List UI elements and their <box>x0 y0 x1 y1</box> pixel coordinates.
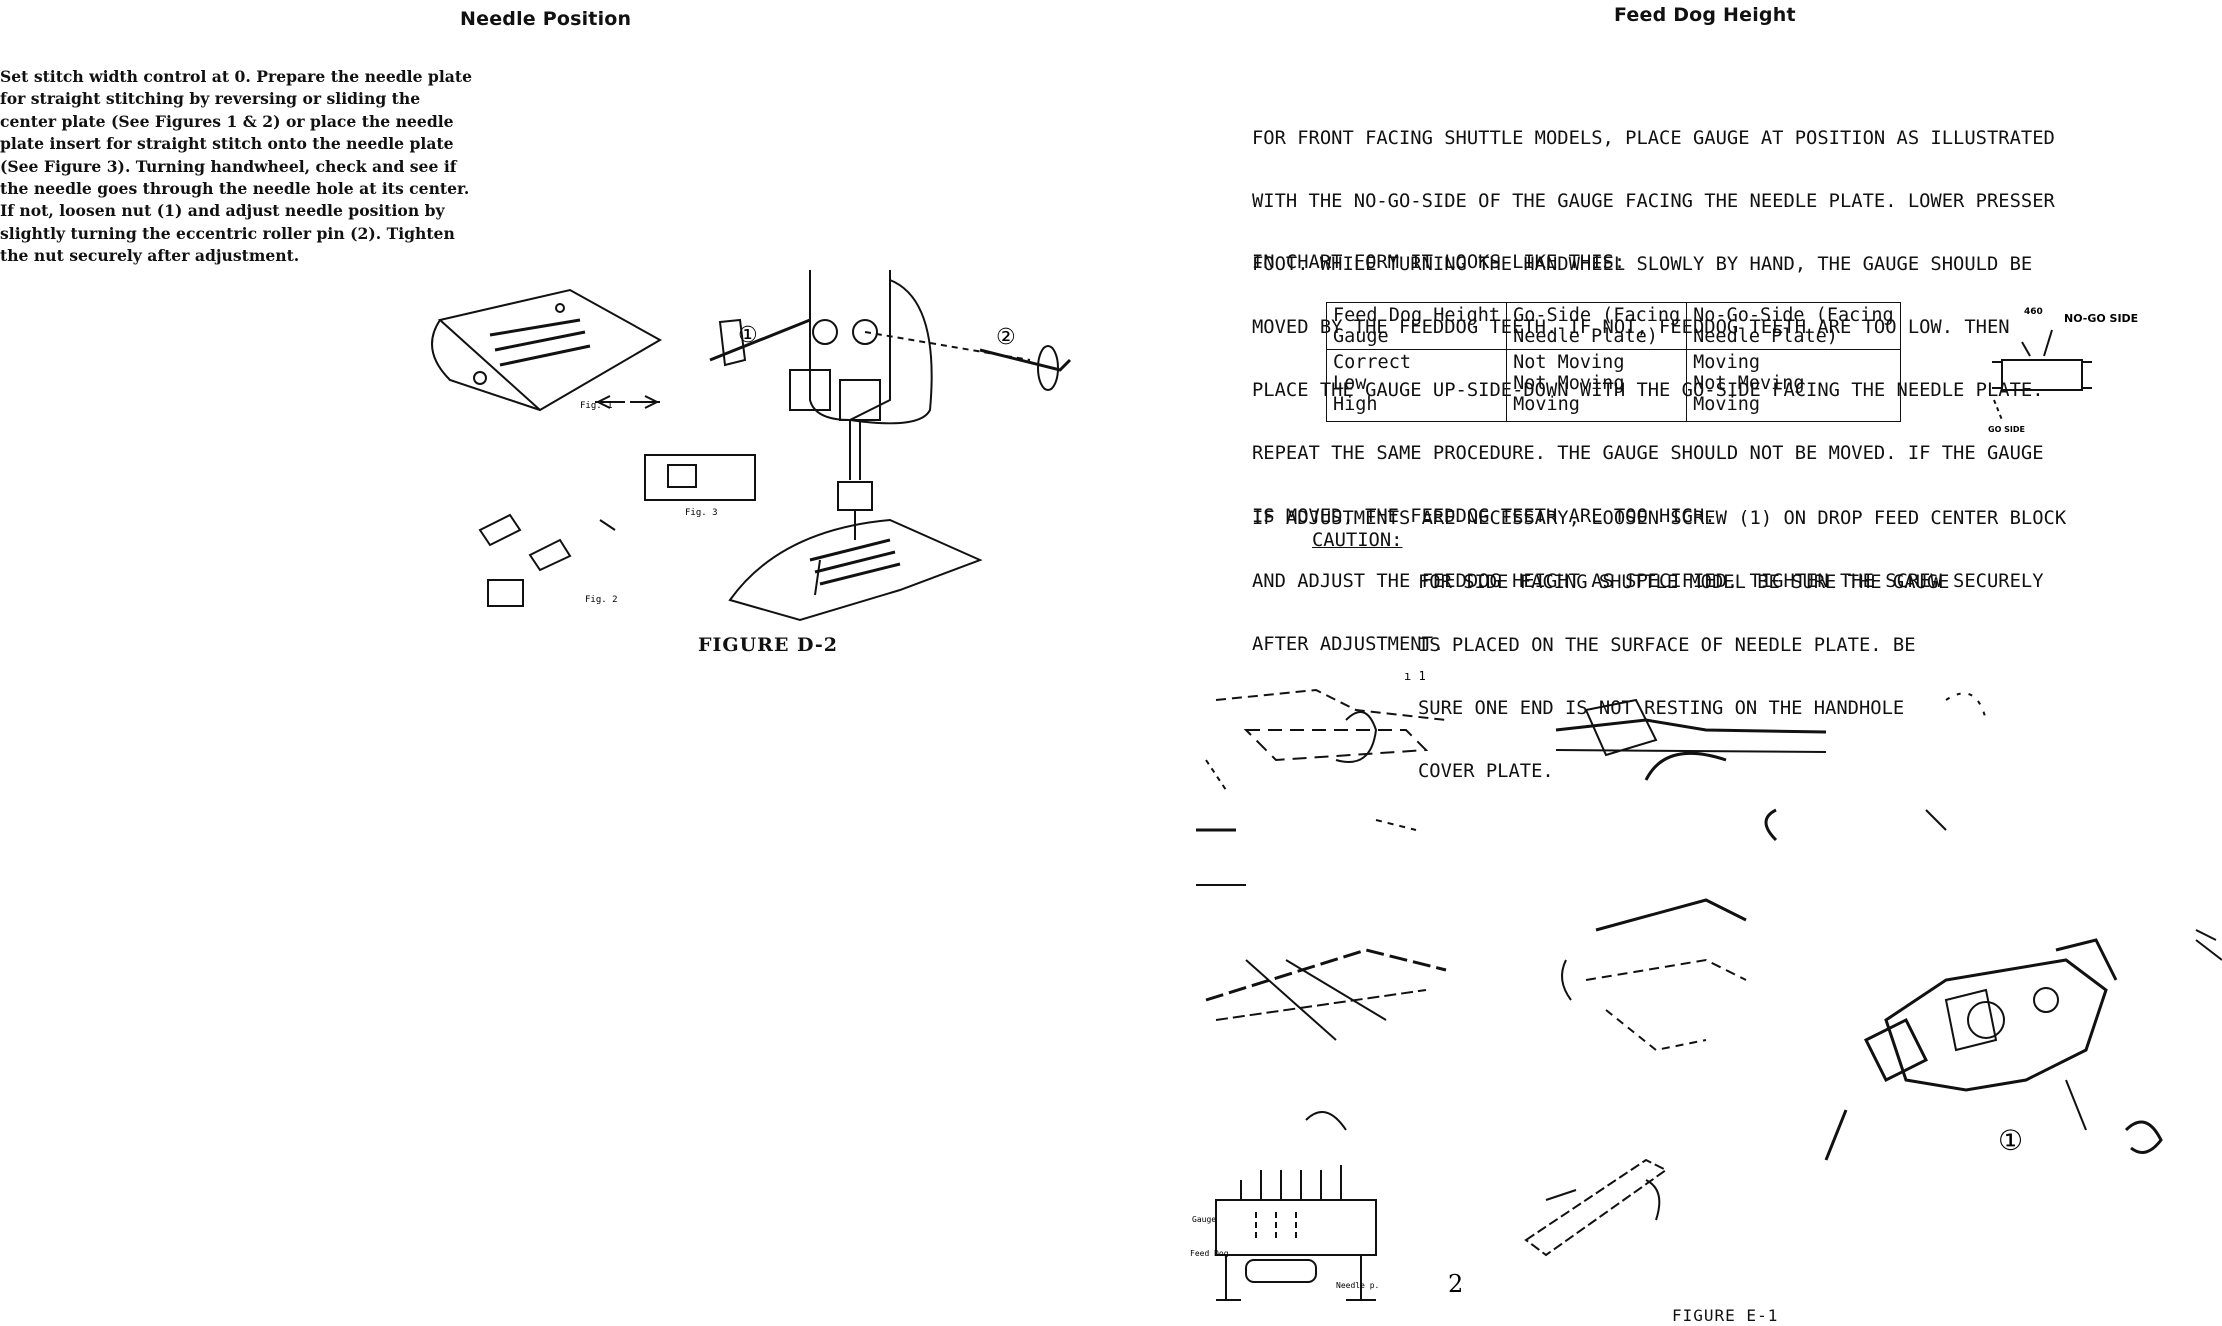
needle-position-illustration: ① ② Fig. 1 Fig. 3 Fig. 2 <box>420 260 1100 650</box>
feed-dog-table: Feed Dog Height Gauge Go-Side (Facing Ne… <box>1325 302 1901 422</box>
gauge-diagram: 460 NO-GO SIDE GO SIDE <box>1988 307 2138 434</box>
feed-dog-illustration: ① 2 Gauge Feed Dog Needle p. ı 1 <box>1190 669 2222 1320</box>
chart-intro: IN CHART FORM IT LOOKS LIKE THIS: <box>1252 252 1626 273</box>
figure-e1-caption: FIGURE E-1 <box>1672 1306 1779 1325</box>
table-header-cell: No-Go-Side (Facing Needle Plate) <box>1686 302 1901 350</box>
fig2-label: Fig. 2 <box>585 595 618 605</box>
adjustment-paragraph: IF ADJUSTMENTS ARE NECESSARY, LOOSEN SCR… <box>1252 466 2066 676</box>
gauge-top-mark: 460 <box>2024 307 2043 317</box>
panel-mark: ı 1 <box>1404 669 1426 683</box>
instruction-line: the needle goes through the needle hole … <box>0 179 470 199</box>
adjust-line: AND ADJUST THE FEEDDOG HEIGHT AS SPECIFI… <box>1252 571 2044 592</box>
caution-line: COVER PLATE. <box>1418 761 1554 782</box>
needle-label: Needle p. <box>1336 1281 1379 1290</box>
feed-dog-height-title: Feed Dog Height <box>1614 4 1796 26</box>
instruction-line: the nut securely after adjustment. <box>0 246 300 266</box>
caution-text: FOR SIDE FACING SHUTTLE MODEL BE SURE TH… <box>1418 530 1949 803</box>
table-header-cell: Feed Dog Height Gauge <box>1325 302 1508 350</box>
adjust-line: AFTER ADJUSTMENT. <box>1252 634 1445 655</box>
callout-1-e1: ① <box>1998 1124 2023 1157</box>
needle-position-instructions: Set stitch width control at 0. Prepare t… <box>0 66 488 268</box>
table-header-cell: Go-Side (Facing Needle Plate) <box>1506 302 1688 350</box>
callout-2: ② <box>996 325 1016 350</box>
table-cell: Not Moving Not Moving Moving <box>1506 349 1688 422</box>
paragraph-line: IS MOVED, THE FEEDDOG TEETH ARE TOO HIGH… <box>1252 506 1716 527</box>
table-row: Correct Low High Not Moving Not Moving M… <box>1325 349 1901 422</box>
paragraph-line: FOOT. WHILE TURNING THE HANDWHEEL SLOWLY… <box>1252 254 2033 275</box>
caution-label: CAUTION: <box>1312 530 1403 551</box>
table-cell: Moving Not Moving Moving <box>1686 349 1901 422</box>
go-side-label: GO SIDE <box>1988 425 2025 434</box>
fig3-label: Fig. 3 <box>685 508 718 518</box>
instruction-line: If not, loosen nut (1) and adjust needle… <box>0 201 445 221</box>
caution-line: SURE ONE END IS NOT RESTING ON THE HANDH… <box>1418 698 1905 719</box>
callout-1: ① <box>738 323 758 348</box>
needle-position-title: Needle Position <box>460 8 632 30</box>
instruction-line: (See Figure 3). Turning handwheel, check… <box>0 156 457 176</box>
callout-2-e1: 2 <box>1448 1270 1463 1298</box>
instruction-line: for straight stitching by reversing or s… <box>0 89 421 109</box>
figure-d2-caption: FIGURE D-2 <box>698 634 838 656</box>
instruction-line: Set stitch width control at 0. Prepare t… <box>0 67 472 86</box>
caution-line: IS PLACED ON THE SURFACE OF NEEDLE PLATE… <box>1418 635 1916 656</box>
paragraph-line: REPEAT THE SAME PROCEDURE. THE GAUGE SHO… <box>1252 443 2044 464</box>
instruction-line: center plate (See Figures 1 & 2) or plac… <box>0 111 454 131</box>
caution-line: FOR SIDE FACING SHUTTLE MODEL BE SURE TH… <box>1418 572 1950 593</box>
feed-dog-label: Feed Dog <box>1190 1249 1229 1258</box>
table-cell: Correct Low High <box>1325 349 1508 422</box>
instruction-line: slightly turning the eccentric roller pi… <box>0 223 455 243</box>
no-go-side-label: NO-GO SIDE <box>2064 312 2138 325</box>
adjust-line: IF ADJUSTMENTS ARE NECESSARY, LOOSEN SCR… <box>1252 508 2067 529</box>
paragraph-line: FOR FRONT FACING SHUTTLE MODELS, PLACE G… <box>1252 128 2055 149</box>
table-header-row: Feed Dog Height Gauge Go-Side (Facing Ne… <box>1325 302 1901 350</box>
instruction-line: plate insert for straight stitch onto th… <box>0 134 454 154</box>
gauge-label: Gauge <box>1192 1215 1216 1224</box>
fig1-label: Fig. 1 <box>580 401 613 411</box>
paragraph-line: WITH THE NO-GO-SIDE OF THE GAUGE FACING … <box>1252 191 2055 212</box>
